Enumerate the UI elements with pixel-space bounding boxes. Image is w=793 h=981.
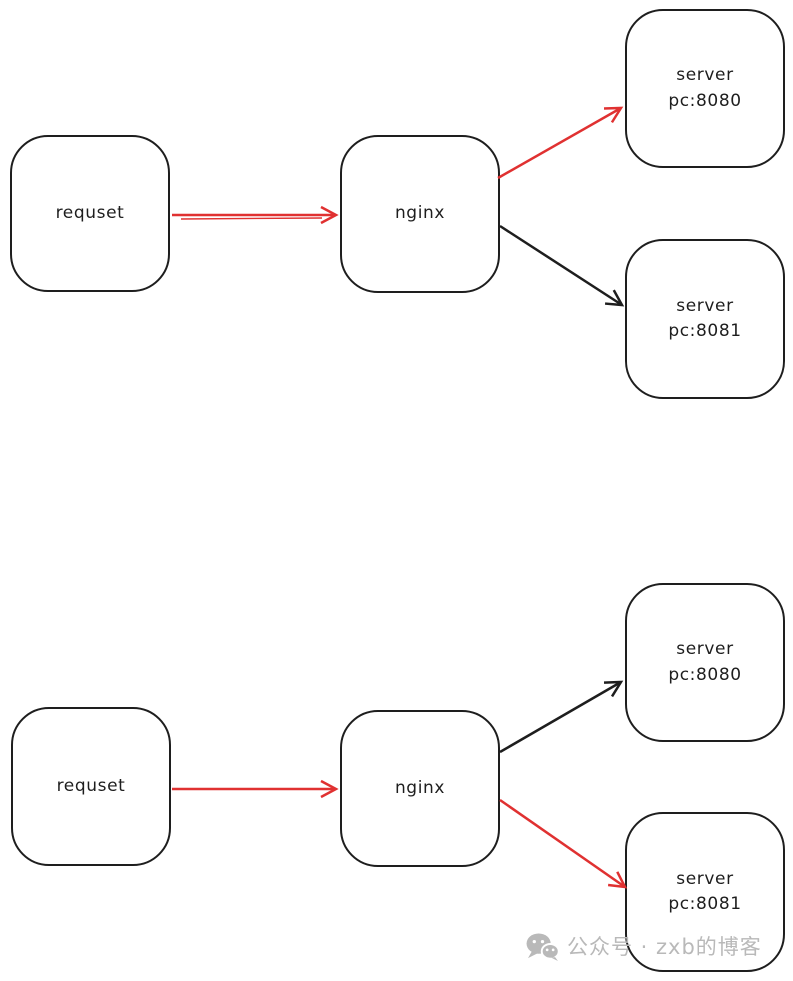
node-server-8080-top-label: server pc:8080 — [668, 65, 742, 111]
node-server-8081-bottom-label: server pc:8081 — [668, 868, 742, 915]
node-request-bottom-label: requset — [56, 775, 126, 796]
node-server-8081-top-label: server pc:8081 — [668, 295, 742, 342]
edge-nginx-to-server-8081-bottom — [499, 798, 628, 889]
node-request-top-label: requset — [55, 202, 125, 223]
node-server-8080-bottom-label: server pc:8080 — [668, 639, 742, 685]
node-server-8080-bottom: server pc:8080 — [625, 583, 785, 742]
watermark: 公众号 · zxb的博客 — [526, 931, 762, 961]
node-request-bottom: requset — [11, 707, 171, 866]
node-request-top: requset — [10, 135, 170, 292]
edge-nginx-to-server-8080-top — [497, 106, 624, 180]
edge-nginx-to-server-8080-bottom — [499, 680, 624, 754]
node-nginx-top: nginx — [340, 135, 500, 293]
node-nginx-bottom-label: nginx — [394, 777, 446, 798]
watermark-text: 公众号 · zxb的博客 — [567, 935, 762, 959]
wechat-icon — [526, 932, 559, 961]
node-server-8081-top: server pc:8081 — [625, 239, 785, 399]
edge-request-to-nginx-top-overdraw — [180, 217, 323, 220]
node-server-8081-bottom: server pc:8081 — [625, 812, 785, 972]
edge-nginx-to-server-8081-top — [499, 224, 625, 307]
node-nginx-top-label: nginx — [394, 203, 446, 224]
node-nginx-bottom: nginx — [340, 710, 500, 867]
node-server-8080-top: server pc:8080 — [625, 9, 785, 168]
